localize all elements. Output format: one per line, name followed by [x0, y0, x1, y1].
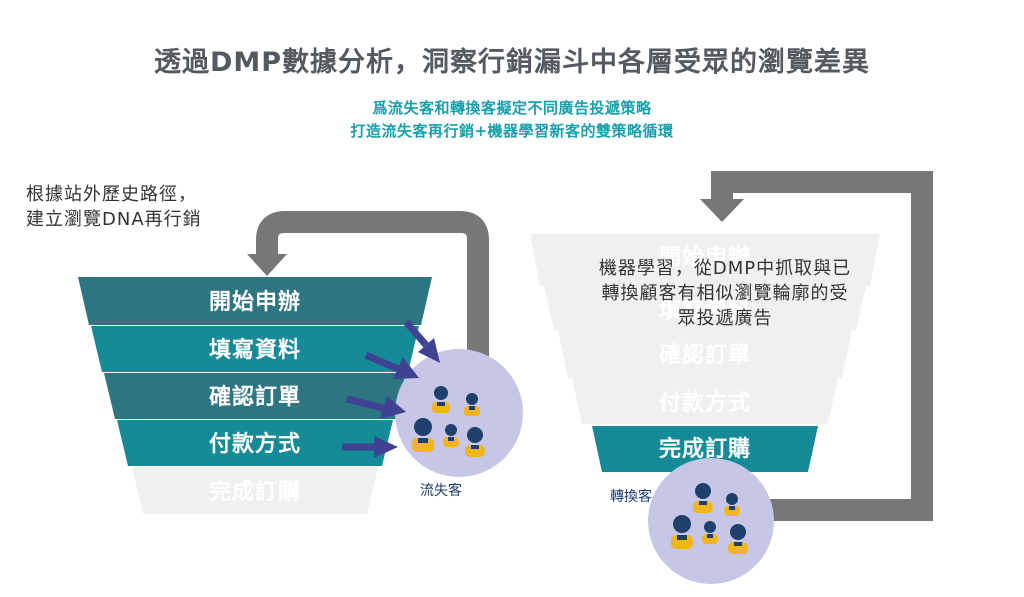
right-funnel-stage-1	[530, 234, 880, 286]
dropoff-arrow-1	[403, 319, 440, 363]
left-note-line-1: 根據站外歷史路徑，	[26, 184, 197, 205]
right-funnel-stage-4	[572, 378, 838, 424]
left-funnel-stage-1	[78, 277, 432, 325]
page-title: 透過DMP數據分析，洞察行銷漏斗中各層受眾的瀏覽差異	[153, 47, 871, 78]
left-stage-label-4: 付款方式	[209, 431, 301, 457]
left-stage-label-3: 確認訂單	[209, 384, 301, 410]
subtitle-line-1: 爲流失客和轉換客擬定不同廣告投遞策略	[372, 99, 652, 117]
subtitle-line-2: 打造流失客再行銷+機器學習新客的雙策略循環	[350, 122, 674, 140]
converted-customers-group	[648, 458, 774, 584]
right-stage-label-1: 開始申辦	[659, 244, 751, 270]
left-funnel-stage-4	[117, 420, 393, 466]
left-funnel-stage-3	[104, 373, 406, 419]
people-icon	[671, 483, 748, 554]
left-stage-label-2: 填寫資料	[209, 337, 301, 363]
dropoff-arrow-4	[342, 436, 398, 458]
right-funnel-stage-3	[558, 330, 852, 378]
left-funnel: 開始申辦 填寫資料 確認訂單 付款方式 完成訂購	[78, 277, 432, 514]
right-note-line-2: 轉換顧客有相似瀏覽輪廓的受	[601, 283, 849, 304]
left-funnel-stage-2	[91, 326, 419, 372]
right-stage-label-2: 填寫資料	[659, 298, 751, 324]
left-note-line-2: 建立瀏覽DNA再行銷	[26, 209, 202, 230]
converted-customers-label: 轉換客	[610, 489, 652, 505]
right-note-line-1: 機器學習，從DMP中抓取與已	[598, 258, 852, 279]
right-stage-label-5: 完成訂購	[659, 436, 751, 462]
right-funnel-stage-5	[592, 426, 818, 472]
dropoff-arrows	[342, 319, 440, 458]
lookalike-loop-arrow	[700, 171, 933, 521]
lost-customers-label: 流失客	[420, 483, 462, 499]
dropoff-arrow-3	[346, 395, 406, 419]
left-stage-label-5: 完成訂購	[209, 479, 301, 505]
left-funnel-stage-5	[132, 467, 378, 514]
converted-customers-circle	[648, 458, 774, 584]
people-icon	[412, 386, 485, 457]
left-stage-label-1: 開始申辦	[209, 289, 301, 315]
right-note-line-3: 眾投遞廣告	[677, 308, 773, 329]
retarget-loop-arrow	[247, 211, 489, 370]
dropoff-arrow-2	[364, 351, 419, 379]
right-funnel: 開始申辦 填寫資料 確認訂單 付款方式 完成訂購	[530, 234, 880, 472]
left-note: 根據站外歷史路徑， 建立瀏覽DNA再行銷	[26, 182, 286, 232]
lost-customers-circle	[395, 349, 523, 477]
right-stage-label-4: 付款方式	[659, 390, 751, 416]
right-note: 機器學習，從DMP中抓取與已 轉換顧客有相似瀏覽輪廓的受 眾投遞廣告	[560, 256, 890, 331]
right-stage-label-3: 確認訂單	[659, 342, 751, 368]
lost-customers-group	[395, 349, 523, 477]
